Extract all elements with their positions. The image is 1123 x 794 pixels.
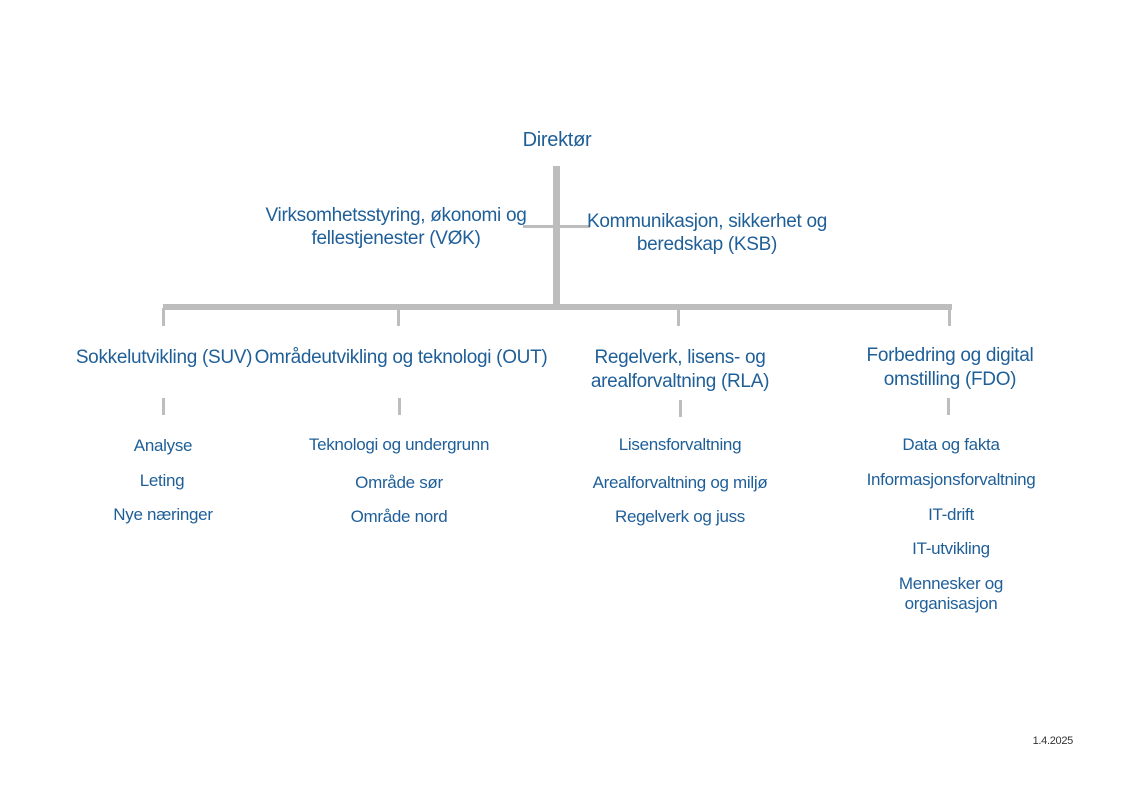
unit-analyse: Analyse [133, 436, 193, 455]
dept-drop-line-rla [677, 308, 680, 326]
unit-lisensforvaltning: Lisensforvaltning [618, 435, 742, 454]
unit-omrade-sor: Område sør [355, 473, 443, 492]
department-title-line: Forbedring og digital [866, 345, 1034, 366]
department-title-line: Regelverk, lisens- og [594, 347, 766, 368]
staff-vok-line1: Virksomhetsstyring, økonomi og [265, 205, 527, 226]
department-title-line: Områdeutvikling og teknologi (OUT) [254, 347, 548, 368]
unit-it-utvikling: IT-utvikling [912, 539, 990, 558]
unit-connector-line-suv [162, 398, 165, 415]
unit-informasjonsforvaltning: Informasjonsforvaltning [866, 470, 1036, 489]
unit-teknologi-og-undergrunn: Teknologi og undergrunn [308, 435, 490, 454]
dept-drop-line-out [397, 308, 400, 326]
department-bar-line [163, 304, 952, 310]
staff-vok-line2: fellestjenester (VØK) [311, 228, 481, 249]
unit-it-drift: IT-drift [928, 505, 974, 524]
unit-mennesker-og-organisasjon: Mennesker og organisasjon [898, 574, 1004, 613]
unit-leting: Leting [139, 471, 185, 490]
unit-connector-line-fdo [947, 398, 950, 415]
department-title-fdo: Forbedring og digital omstilling (FDO) [867, 344, 1034, 392]
staff-ksb-line1: Kommunikasjon, sikkerhet og [586, 211, 828, 232]
staff-vok: Virksomhetsstyring, økonomi og fellestje… [266, 204, 527, 250]
unit-nye-naeringer: Nye næringer [113, 505, 213, 524]
director-trunk-line [553, 166, 560, 304]
unit-omrade-nord: Område nord [350, 507, 448, 526]
director-title: Direktør [522, 129, 592, 151]
department-title-out: Områdeutvikling og teknologi (OUT) [255, 346, 548, 370]
department-title-line: Sokkelutvikling (SUV) [75, 347, 253, 368]
department-title-line: arealforvaltning (RLA) [590, 371, 770, 392]
unit-regelverk-og-juss: Regelverk og juss [614, 507, 746, 526]
department-title-line: omstilling (FDO) [883, 369, 1017, 390]
department-title-rla: Regelverk, lisens- og arealforvaltning (… [590, 346, 770, 394]
department-title-suv: Sokkelutvikling (SUV) [75, 346, 253, 370]
unit-connector-line-rla [679, 400, 682, 417]
date-label: 1.4.2025 [1032, 735, 1074, 747]
unit-arealforvaltning-og-miljo: Arealforvaltning og miljø [592, 473, 768, 492]
staff-ksb-line2: beredskap (KSB) [636, 234, 778, 255]
dept-drop-line-suv [162, 308, 165, 326]
unit-data-og-fakta: Data og fakta [902, 435, 1000, 454]
unit-connector-line-out [398, 398, 401, 415]
staff-ksb: Kommunikasjon, sikkerhet og beredskap (K… [587, 210, 827, 256]
dept-drop-line-fdo [948, 308, 951, 326]
staff-connector-line [523, 225, 590, 228]
